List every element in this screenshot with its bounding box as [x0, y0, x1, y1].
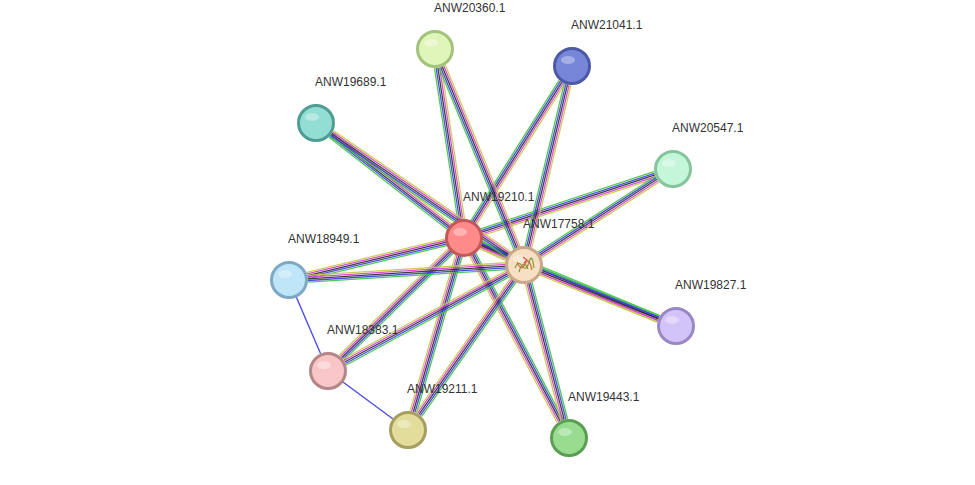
node-highlight	[397, 420, 411, 428]
protein-node: ANW21041.1	[553, 47, 591, 85]
evidence-line	[337, 378, 393, 419]
node-disc	[552, 421, 587, 456]
evidence-line	[534, 271, 658, 321]
interaction-edge	[524, 275, 568, 420]
node-highlight	[561, 56, 575, 64]
evidence-line	[530, 275, 567, 419]
evidence-line	[333, 132, 457, 228]
evidence-line	[532, 176, 655, 256]
protein-structure	[515, 257, 534, 272]
node-disc	[659, 309, 694, 344]
interaction-edge	[308, 262, 513, 282]
interaction-edge	[439, 65, 523, 255]
evidence-line	[472, 247, 563, 420]
interaction-edge	[533, 266, 659, 322]
node-disc	[299, 106, 334, 141]
evidence-line	[343, 247, 457, 359]
evidence-line	[332, 133, 456, 229]
evidence-line	[536, 266, 660, 316]
protein-node: ANW19443.1	[550, 419, 588, 457]
node-circle	[654, 150, 692, 188]
node-circle	[553, 47, 591, 85]
protein-label: ANW19689.1	[315, 75, 386, 89]
evidence-line	[441, 67, 465, 226]
protein-label: ANW19210.1	[463, 190, 534, 204]
node-circle	[297, 104, 335, 142]
evidence-line	[525, 276, 562, 420]
protein-node: ANW19827.1	[657, 307, 695, 345]
evidence-line	[329, 137, 453, 233]
protein-label: ANW19827.1	[675, 278, 746, 292]
protein-label: ANW20360.1	[434, 1, 505, 15]
protein-label: ANW18383.1	[327, 323, 398, 337]
protein-node: ANW19689.1	[297, 104, 335, 142]
node-circle	[309, 352, 347, 390]
node-circle	[550, 419, 588, 457]
node-disc	[418, 32, 453, 67]
node-disc	[447, 221, 482, 256]
evidence-line	[467, 80, 559, 226]
evidence-line	[535, 269, 659, 319]
node-disc	[507, 248, 542, 283]
evidence-line	[308, 266, 513, 279]
node-highlight	[424, 39, 438, 47]
node-circle	[416, 30, 454, 68]
evidence-line	[475, 175, 655, 234]
helix	[519, 264, 528, 272]
interaction-edge	[339, 244, 458, 361]
evidence-line	[293, 290, 320, 353]
evidence-line	[331, 135, 455, 231]
protein-label: ANW18949.1	[288, 232, 359, 246]
node-disc	[311, 354, 346, 389]
protein-node: ANW19210.1	[445, 219, 483, 257]
protein-label: ANW19443.1	[568, 390, 639, 404]
evidence-line	[475, 177, 655, 236]
evidence-line	[308, 262, 513, 275]
node-highlight	[665, 316, 679, 324]
node-circle	[505, 246, 543, 284]
evidence-line	[441, 67, 518, 255]
protein-node: ANW17758.1	[505, 246, 543, 284]
node-disc	[272, 263, 307, 298]
node-highlight	[278, 270, 292, 278]
protein-label: ANW20547.1	[672, 121, 743, 135]
node-highlight	[558, 428, 572, 436]
evidence-line	[342, 246, 456, 358]
node-disc	[656, 152, 691, 187]
evidence-line	[535, 268, 659, 318]
interaction-edge	[337, 378, 393, 419]
protein-label: ANW19211.1	[407, 382, 477, 396]
evidence-line	[343, 267, 512, 359]
evidence-line	[308, 264, 513, 277]
evidence-line	[529, 276, 566, 420]
evidence-line	[439, 68, 516, 256]
node-circle	[389, 411, 427, 449]
node-highlight	[662, 159, 676, 167]
evidence-line	[524, 277, 561, 421]
protein-node: ANW20547.1	[654, 150, 692, 188]
protein-node: ANW18383.1	[309, 352, 347, 390]
interaction-edge	[293, 290, 320, 353]
evidence-line	[330, 136, 454, 232]
strand	[523, 257, 527, 263]
node-highlight	[317, 361, 331, 369]
node-highlight	[513, 255, 527, 263]
protein-node: ANW18949.1	[270, 261, 308, 299]
node-highlight	[305, 113, 319, 121]
protein-label: ANW17758.1	[523, 217, 594, 231]
protein-node: ANW19211.1	[389, 411, 427, 449]
node-circle	[270, 261, 308, 299]
node-circle	[445, 219, 483, 257]
node-disc	[555, 49, 590, 84]
evidence-line	[527, 276, 564, 420]
protein-label: ANW21041.1	[571, 18, 642, 32]
evidence-line	[473, 84, 565, 230]
protein-node: ANW20360.1	[416, 30, 454, 68]
evidence-line	[533, 272, 657, 322]
node-circle	[657, 307, 695, 345]
node-disc	[391, 413, 426, 448]
node-highlight	[453, 228, 467, 236]
